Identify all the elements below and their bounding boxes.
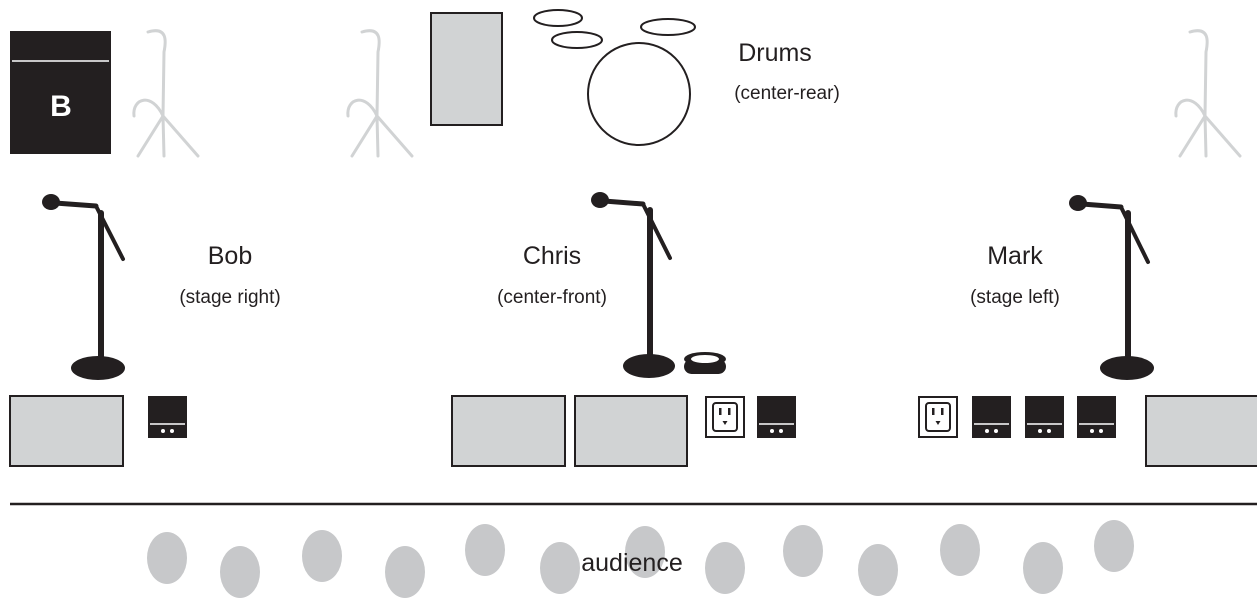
guitar-stand-icon <box>346 29 414 158</box>
guitar-stand-icon <box>132 29 200 158</box>
performer-position-bob: (stage right) <box>179 287 280 308</box>
audience-head-icon <box>783 525 823 577</box>
audience-label: audience <box>581 549 682 577</box>
power-outlet-icon <box>705 396 745 438</box>
bass-drum-icon <box>587 42 691 146</box>
power-outlet-icon <box>918 396 958 438</box>
audience-area <box>147 520 1134 598</box>
audience-head-icon <box>220 546 260 598</box>
mic-stand-icon <box>591 192 675 378</box>
drum-riser-icon <box>430 12 503 126</box>
di-box-icon <box>1025 396 1064 438</box>
performer-position-drums: (center-rear) <box>734 83 840 104</box>
floor-monitor-icon <box>1145 395 1257 467</box>
audience-head-icon <box>302 530 342 582</box>
di-box-icon <box>148 396 187 438</box>
audience-head-icon <box>940 524 980 576</box>
performer-position-mark: (stage left) <box>970 287 1060 308</box>
floor-monitor-icon <box>9 395 124 467</box>
audience-head-icon <box>147 532 187 584</box>
audience-head-icon <box>858 544 898 596</box>
floor-monitor-icon <box>451 395 566 467</box>
cymbal-icon <box>551 31 603 49</box>
bass-amp-icon: B <box>10 31 111 154</box>
audience-head-icon <box>385 546 425 598</box>
floor-monitor-icon <box>574 395 688 467</box>
cymbal-icon <box>533 9 583 27</box>
audience-head-icon <box>540 542 580 594</box>
audience-head-icon <box>625 526 665 578</box>
performer-name-mark: Mark <box>987 242 1043 270</box>
di-box-icon <box>972 396 1011 438</box>
mic-stand-icon <box>1069 195 1154 380</box>
di-box-icon <box>1077 396 1116 438</box>
audience-head-icon <box>1094 520 1134 572</box>
performer-name-bob: Bob <box>208 242 252 270</box>
performer-position-chris: (center-front) <box>497 287 607 308</box>
audience-head-icon <box>1023 542 1063 594</box>
performer-name-chris: Chris <box>523 242 581 270</box>
cymbal-icon <box>640 18 696 36</box>
bass-amp-label: B <box>50 90 72 123</box>
audience-head-icon <box>705 542 745 594</box>
audience-head-icon <box>465 524 505 576</box>
mic-stand-icon <box>42 194 125 380</box>
performer-name-drums: Drums <box>738 39 812 67</box>
tuner-pedal-icon <box>684 352 726 374</box>
di-box-icon <box>757 396 796 438</box>
guitar-stand-icon <box>1174 29 1242 158</box>
